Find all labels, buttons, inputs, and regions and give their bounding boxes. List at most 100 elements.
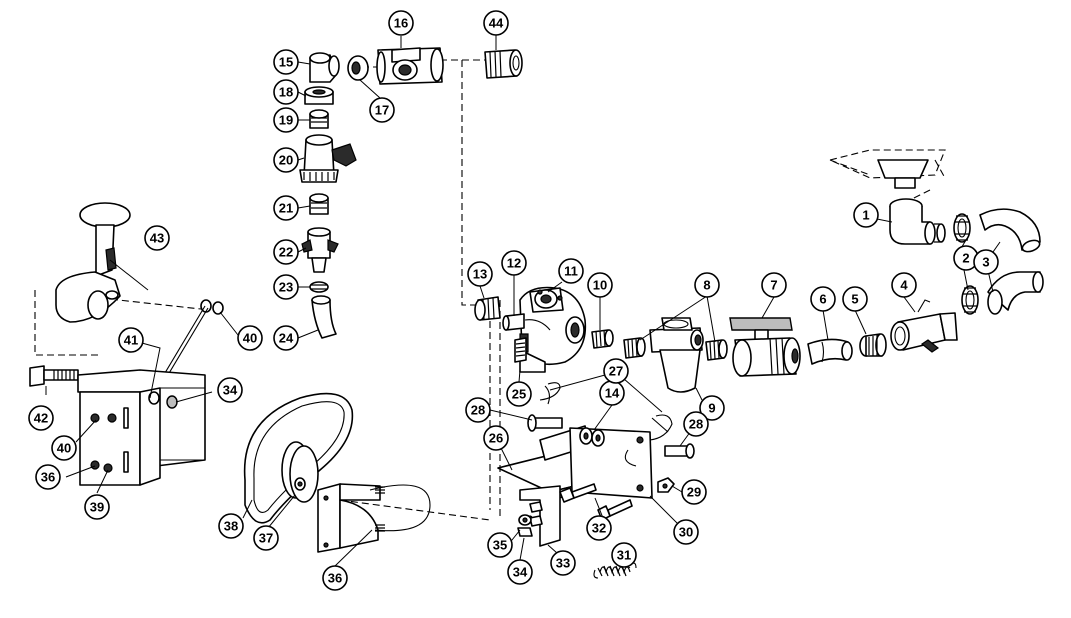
- part-small-nuts: [529, 501, 543, 527]
- svg-text:25: 25: [512, 387, 526, 402]
- callout-35: 35: [487, 532, 513, 558]
- callout-41: 41: [118, 327, 144, 353]
- svg-text:40: 40: [57, 441, 71, 456]
- part-hairpin-cotter-right: [649, 414, 673, 441]
- part-carriage-bolt-upper: [559, 483, 597, 503]
- callout-33: 33: [550, 550, 576, 576]
- part-centrifugal-pump: [519, 286, 587, 373]
- svg-text:39: 39: [90, 500, 104, 515]
- svg-text:40: 40: [243, 331, 257, 346]
- callout-32: 32: [586, 515, 612, 541]
- callout-34-left: 34: [217, 377, 243, 403]
- part-line-strainer: [649, 317, 704, 393]
- svg-text:19: 19: [279, 113, 293, 128]
- callout-27: 27: [603, 358, 629, 384]
- part-hose-elbow-lower: [987, 271, 1044, 315]
- svg-text:12: 12: [507, 256, 521, 271]
- svg-text:41: 41: [124, 333, 138, 348]
- callout-19: 19: [273, 107, 299, 133]
- part-tension-spring: [593, 562, 637, 579]
- svg-text:10: 10: [593, 278, 607, 293]
- callout-13: 13: [467, 261, 493, 287]
- part-hose-section: [807, 338, 853, 365]
- svg-text:21: 21: [279, 201, 293, 216]
- svg-text:34: 34: [223, 383, 238, 398]
- svg-text:4: 4: [900, 278, 908, 293]
- part-drain-hose: [311, 295, 337, 339]
- callout-26: 26: [483, 425, 509, 451]
- svg-text:29: 29: [687, 485, 701, 500]
- callout-7: 7: [761, 272, 787, 298]
- svg-text:2: 2: [962, 251, 969, 266]
- svg-text:43: 43: [150, 231, 164, 246]
- part-hose-clamp-lower: [961, 285, 979, 315]
- svg-text:30: 30: [679, 525, 693, 540]
- callout-23: 23: [273, 274, 299, 300]
- callout-8: 8: [694, 272, 720, 298]
- svg-text:27: 27: [609, 364, 623, 379]
- part-clevis-pin-left: [527, 414, 563, 432]
- svg-text:34: 34: [513, 565, 528, 580]
- svg-text:17: 17: [375, 103, 389, 118]
- leader-lines: [45, 35, 1001, 569]
- callout-25: 25: [506, 381, 532, 407]
- svg-text:28: 28: [689, 417, 703, 432]
- callout-20: 20: [273, 147, 299, 173]
- callout-1: 1: [853, 202, 879, 228]
- callout-21: 21: [273, 195, 299, 221]
- part-small-hose-clamp: [309, 281, 329, 293]
- callout-12: 12: [501, 250, 527, 276]
- svg-text:22: 22: [279, 245, 293, 260]
- callout-14: 14: [599, 380, 625, 406]
- callout-24: 24: [273, 325, 299, 351]
- svg-text:8: 8: [703, 278, 710, 293]
- svg-text:37: 37: [259, 531, 273, 546]
- callout-40-left: 40: [51, 435, 77, 461]
- callout-5: 5: [842, 286, 868, 312]
- svg-text:26: 26: [489, 431, 503, 446]
- callout-43: 43: [144, 225, 170, 251]
- part-valve-nipple: [309, 193, 329, 215]
- svg-text:38: 38: [224, 519, 238, 534]
- svg-text:32: 32: [592, 521, 606, 536]
- svg-text:24: 24: [279, 331, 294, 346]
- callout-36-bottom: 36: [322, 565, 348, 591]
- svg-text:23: 23: [279, 280, 293, 295]
- callout-18: 18: [273, 79, 299, 105]
- part-mounting-bracket: [77, 369, 206, 486]
- svg-text:11: 11: [564, 264, 578, 279]
- part-pump-outlet-nipple: [591, 329, 614, 349]
- part-hose-elbow-upper: [979, 208, 1041, 253]
- callout-6: 6: [810, 286, 836, 312]
- callout-16: 16: [388, 10, 414, 36]
- svg-text:3: 3: [982, 255, 989, 270]
- svg-text:36: 36: [328, 571, 342, 586]
- part-threaded-nipple: [859, 333, 887, 357]
- part-nipple-right: [705, 339, 728, 361]
- callout-44: 44: [483, 10, 509, 36]
- svg-text:44: 44: [489, 16, 504, 31]
- part-elbow-fitting: [889, 198, 946, 245]
- svg-text:9: 9: [708, 401, 715, 416]
- callout-11: 11: [558, 258, 584, 284]
- callout-3: 3: [973, 249, 999, 275]
- svg-text:36: 36: [41, 470, 55, 485]
- svg-text:31: 31: [617, 548, 631, 563]
- part-pump-inlet-nipple: [474, 296, 501, 321]
- part-reducer-nipple: [309, 109, 329, 129]
- svg-text:16: 16: [394, 16, 408, 31]
- svg-text:15: 15: [279, 55, 293, 70]
- part-u-bolt-bracket: [317, 483, 431, 553]
- part-hex-nut: [657, 477, 675, 493]
- part-pipe-plug: [347, 55, 369, 81]
- part-adapter-with-clamp: [890, 299, 958, 353]
- svg-text:28: 28: [471, 403, 485, 418]
- part-clevis-pin-right: [664, 443, 695, 459]
- part-small-nut: [517, 527, 533, 537]
- callout-37: 37: [253, 525, 279, 551]
- part-long-bolt: [29, 365, 79, 387]
- callout-40-top: 40: [237, 325, 263, 351]
- part-hex-bushing: [304, 86, 334, 105]
- svg-text:42: 42: [34, 411, 48, 426]
